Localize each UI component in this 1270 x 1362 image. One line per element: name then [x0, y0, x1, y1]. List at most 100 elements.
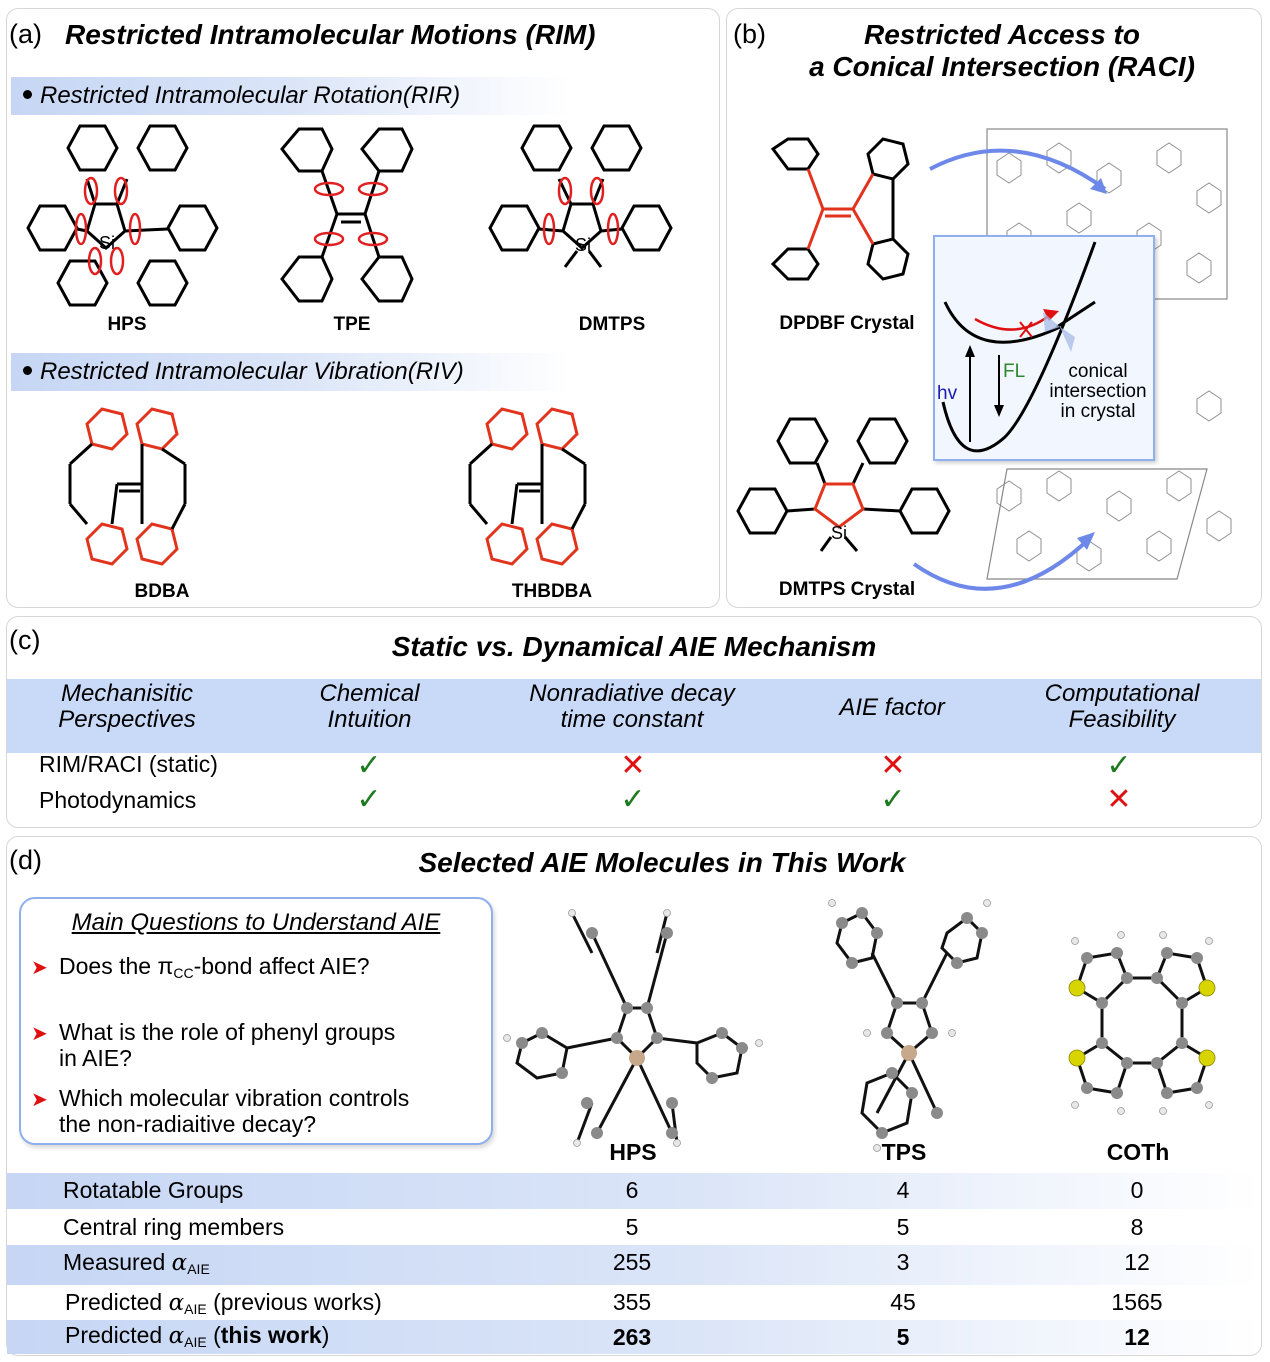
panel-title: Restricted Intramolecular Motions (RIM) — [65, 19, 596, 50]
header-line: Nonradiative decay — [529, 680, 735, 707]
arrow-bullet-icon: ➤ — [31, 1023, 48, 1045]
row-label: Rotatable Groups — [63, 1177, 244, 1203]
phenyl-ring-icon — [166, 204, 219, 252]
cross-icon: ✕ — [880, 748, 906, 783]
molecule-label-hps: HPS — [107, 314, 147, 335]
value-hps: 5 — [625, 1214, 639, 1240]
hv-label: hv — [937, 383, 958, 404]
header-line: Mechanisitic — [60, 680, 194, 707]
q2-line2: in AIE? — [59, 1045, 132, 1071]
header-line: Feasibility — [1068, 706, 1176, 733]
q1-post: -bond affect AIE? — [193, 953, 370, 979]
cross-icon: ✕ — [620, 748, 646, 783]
dmtps-structure: Si — [488, 124, 673, 268]
silole-ring-icon — [85, 202, 127, 251]
panel-b-raci: (b) Restricted Access to a Conical Inter… — [726, 8, 1262, 608]
table-row: Measured αAIE 255 3 12 — [7, 1245, 1261, 1285]
row-label: Predicted αAIE (previous works) — [65, 1289, 382, 1317]
bullet-icon — [23, 90, 32, 100]
ci-label-line1: conical — [1068, 361, 1128, 382]
header-aie-factor: AIE factor — [807, 695, 977, 721]
panel-c-mechanism-table: (c) Static vs. Dynamical AIE Mechanism M… — [6, 616, 1262, 828]
table-row: Predicted αAIE (this work) 263 5 12 — [7, 1320, 1261, 1354]
header-line: Chemical — [319, 680, 420, 707]
molecule-label-tpe: TPE — [333, 314, 371, 335]
questions-box: Main Questions to Understand AIE ➤ Does t… — [19, 897, 493, 1145]
coth-3d-model — [1068, 931, 1216, 1115]
column-label-coth: COTh — [1106, 1139, 1170, 1165]
subscript: AIE — [187, 1261, 210, 1277]
dpdbf-structure — [770, 137, 910, 281]
table-row: Rotatable Groups 6 4 0 — [7, 1173, 1261, 1209]
panel-title: Static vs. Dynamical AIE Mechanism — [391, 631, 877, 662]
panel-label: (d) — [9, 845, 42, 875]
riv-heading: Restricted Intramolecular Vibration(RIV) — [11, 353, 571, 391]
alpha-symbol: α — [168, 1290, 185, 1316]
checkmark-icon: ✓ — [620, 783, 646, 816]
riv-heading-text: Restricted Intramolecular Vibration(RIV) — [40, 358, 464, 385]
header-computational: Computational Feasibility — [1017, 681, 1227, 733]
checkmark-icon: ✓ — [880, 783, 906, 816]
tpe-structure — [280, 127, 414, 303]
tps-3d-model — [828, 899, 991, 1152]
svg-text:Si: Si — [99, 233, 115, 253]
header-line: AIE factor — [839, 694, 945, 721]
subscript: AIE — [184, 1334, 207, 1350]
bullet-icon — [23, 366, 32, 376]
q1-pre: Does the π — [59, 953, 174, 979]
header-line: Perspectives — [58, 706, 196, 733]
header-perspectives: Mechanisitic Perspectives — [37, 681, 217, 733]
header-nonradiative: Nonradiative decay time constant — [497, 681, 767, 733]
value-hps: 355 — [612, 1289, 652, 1315]
arrow-bullet-icon: ➤ — [31, 1089, 48, 1111]
label-end: ) — [321, 1322, 330, 1348]
row-label-photodynamics: Photodynamics — [39, 787, 197, 813]
header-line: Intuition — [327, 706, 412, 733]
value-tps: 5 — [896, 1214, 910, 1240]
value-hps: 263 — [612, 1324, 652, 1350]
svg-text:Si: Si — [831, 523, 847, 543]
value-tps: 4 — [896, 1177, 910, 1203]
molecule-label-bdba: BDBA — [134, 581, 190, 602]
value-coth: 1565 — [1111, 1289, 1163, 1315]
panel-a-rim: (a) Restricted Intramolecular Motions (R… — [6, 8, 720, 608]
label-suffix: (previous works) — [206, 1289, 382, 1315]
label-text: Predicted — [65, 1289, 169, 1315]
panel-label: (c) — [9, 625, 41, 655]
ci-label-line3: in crystal — [1060, 401, 1136, 422]
header-line: Computational — [1044, 680, 1200, 707]
ci-label-line2: intersection — [1049, 381, 1147, 402]
cone-icon — [1043, 312, 1075, 352]
value-coth: 12 — [1124, 1249, 1150, 1275]
q2-line1: What is the role of phenyl groups — [59, 1019, 396, 1045]
panel-label: (b) — [733, 19, 766, 49]
crystal-label-dmtps: DMTPS Crystal — [778, 579, 916, 600]
label-text: Predicted — [65, 1322, 169, 1348]
q1-sub: CC — [173, 965, 194, 981]
phenyl-ring-icon — [66, 124, 119, 172]
panel-title: Selected AIE Molecules in This Work — [418, 847, 906, 878]
label-bold: this work — [220, 1322, 322, 1348]
row-label-static: RIM/RACI (static) — [39, 751, 218, 777]
alpha-symbol: α — [171, 1250, 188, 1276]
phenyl-ring-icon — [56, 259, 109, 307]
row-label: Central ring members — [63, 1214, 285, 1240]
checkmark-icon: ✓ — [356, 749, 382, 782]
table-row: Predicted αAIE (previous works) 355 45 1… — [7, 1285, 1261, 1321]
value-coth: 0 — [1130, 1177, 1144, 1203]
value-coth: 12 — [1124, 1324, 1150, 1350]
questions-title: Main Questions to Understand AIE — [71, 909, 441, 936]
conical-intersection-inset: hv FL conical intersection in crystal — [933, 235, 1155, 461]
dmtps-crystal-structure: Si — [736, 417, 951, 552]
phenyl-ring-icon — [136, 259, 189, 307]
cross-icon: ✕ — [1106, 782, 1132, 817]
checkmark-icon: ✓ — [1106, 749, 1132, 782]
hps-3d-model — [503, 909, 763, 1147]
row-label: Measured αAIE — [63, 1249, 210, 1277]
rir-heading: Restricted Intramolecular Rotation(RIR) — [11, 77, 571, 115]
value-hps: 6 — [625, 1177, 639, 1203]
crystal-label-dpdbf: DPDBF Crystal — [779, 313, 915, 334]
panel-d-selected-molecules: (d) Selected AIE Molecules in This Work … — [6, 836, 1262, 1356]
